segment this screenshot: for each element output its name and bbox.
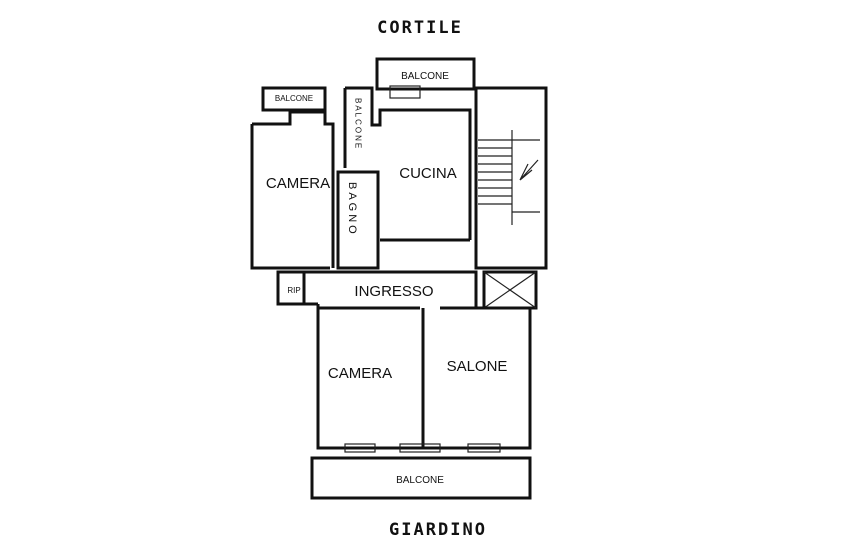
cucina-label: CUCINA: [399, 165, 457, 182]
windows: [344, 85, 501, 453]
rip-label: RIP: [287, 286, 300, 295]
bagno-label: BAGNO: [346, 182, 358, 237]
giardino-label: GIARDINO: [389, 520, 487, 540]
ingresso-label: INGRESSO: [354, 283, 433, 300]
balcone-top-left-label: BALCONE: [275, 94, 313, 103]
balcone-vertical-label: BALCONE: [354, 98, 363, 150]
outer-walls: [250, 57, 548, 500]
salone-label: SALONE: [447, 358, 508, 375]
camera-bottom-label: CAMERA: [328, 365, 392, 382]
camera-left-label: CAMERA: [266, 175, 330, 192]
balcone-top-right-label: BALCONE: [401, 71, 449, 82]
staircase: [478, 130, 540, 225]
cortile-label: CORTILE: [377, 18, 463, 38]
balcone-bottom-label: BALCONE: [396, 475, 444, 486]
